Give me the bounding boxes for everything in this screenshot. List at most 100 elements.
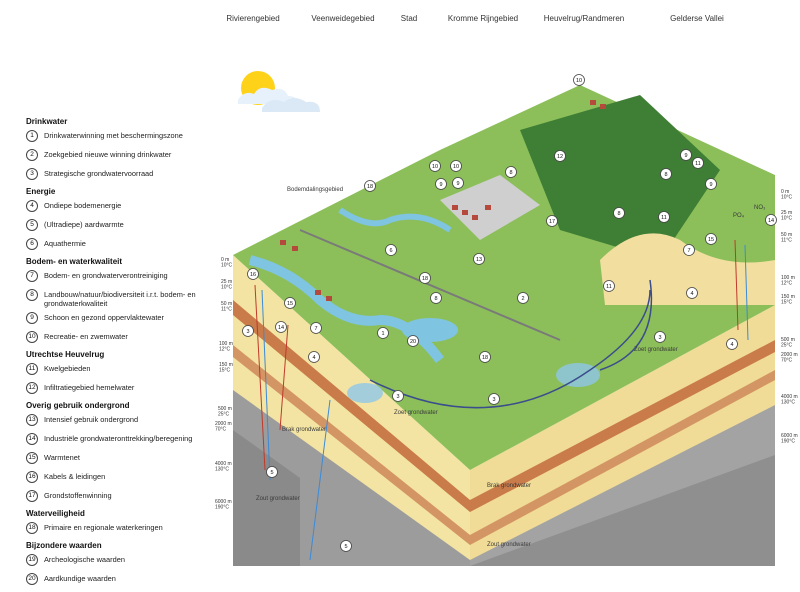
diagram-marker-number: 3 <box>396 394 399 400</box>
diagram-marker-number: 12 <box>557 154 563 160</box>
legend-item-label: Bodem- en grondwaterverontreiniging <box>44 271 168 280</box>
region-rivierengebied: Rivierengebied <box>226 14 280 23</box>
legend-number-badge: 15 <box>26 452 38 464</box>
legend-number-badge: 16 <box>26 471 38 483</box>
diagram-marker <box>705 178 717 190</box>
diagram-marker <box>660 168 672 180</box>
label-no3: NO₃ <box>754 205 766 211</box>
svg-text:150 m15°C: 150 m15°C <box>219 362 233 374</box>
svg-text:25 m10°C: 25 m10°C <box>781 210 793 222</box>
legend-number-badge: 11 <box>26 363 38 375</box>
region-veenweidegebied: Veenweidegebied <box>311 14 375 23</box>
diagram-marker <box>452 177 464 189</box>
region-heuvelrug-randmeren: Heuvelrug/Randmeren <box>543 14 625 23</box>
svg-text:150 m15°C: 150 m15°C <box>781 294 795 306</box>
legend-item-label: Aquathermie <box>44 239 86 248</box>
diagram-marker-number: 8 <box>509 170 512 176</box>
diagram-marker <box>479 351 491 363</box>
diagram-marker-number: 4 <box>730 342 733 348</box>
legend-category-title: Bodem- en waterkwaliteit <box>26 257 123 266</box>
diagram-marker <box>310 322 322 334</box>
diagram-marker <box>686 287 698 299</box>
svg-text:2000 m70°C: 2000 m70°C <box>215 421 232 433</box>
diagram-marker <box>683 244 695 256</box>
legend-number-badge: 12 <box>26 382 38 394</box>
diagram-marker <box>554 150 566 162</box>
diagram-marker <box>573 74 585 86</box>
diagram-marker <box>429 160 441 172</box>
diagram-marker <box>385 244 397 256</box>
diagram-marker <box>505 166 517 178</box>
diagram-marker <box>266 466 278 478</box>
diagram-marker <box>680 149 692 161</box>
legend-item-label: Kabels & leidingen <box>44 472 106 481</box>
legend-number-badge: 3 <box>26 168 38 180</box>
diagram-marker <box>488 393 500 405</box>
diagram-marker <box>765 214 777 226</box>
diagram-marker-number: 9 <box>709 182 712 188</box>
label-brak-left: Brak grondwater <box>282 427 326 433</box>
legend-item-label: Aardkundige waarden <box>44 574 116 583</box>
legend-number-badge: 10 <box>26 331 38 343</box>
diagram-marker <box>247 268 259 280</box>
legend-category-title: Energie <box>26 187 56 196</box>
legend-item-label: Ondiepe bodemenergie <box>44 201 122 210</box>
diagram-marker-number: 7 <box>687 248 690 254</box>
diagram-marker-number: 5 <box>344 544 347 550</box>
diagram-marker-number: 11 <box>606 284 612 290</box>
diagram-marker <box>658 211 670 223</box>
diagram-marker-number: 14 <box>768 218 774 224</box>
legend-item: 16 Kabels & leidingen <box>26 471 236 483</box>
diagram-marker <box>654 331 666 343</box>
legend-item-label: Grondstoffenwinning <box>44 491 112 500</box>
legend-item-label: Strategische grondwatervoorraad <box>44 169 154 178</box>
svg-text:25 m10°C: 25 m10°C <box>221 279 233 291</box>
diagram-marker-number: 2 <box>521 296 524 302</box>
diagram-marker-number: 13 <box>476 257 482 263</box>
diagram-marker <box>308 351 320 363</box>
label-zoet-right: Zoet grondwater <box>634 347 678 353</box>
diagram-marker <box>275 321 287 333</box>
region-gelderse-vallei: Gelderse Vallei <box>670 14 724 23</box>
svg-text:100 m12°C: 100 m12°C <box>781 275 795 287</box>
legend-category-title: Waterveiligheid <box>26 509 85 518</box>
legend-number-badge: 14 <box>26 433 38 445</box>
diagram-marker-number: 9 <box>684 153 687 159</box>
label-zoet-left: Zoet grondwater <box>394 410 438 416</box>
diagram-marker <box>435 178 447 190</box>
svg-text:50 m11°C: 50 m11°C <box>781 232 792 244</box>
diagram-marker-number: 16 <box>250 272 256 278</box>
label-zout-left: Zout grondwater <box>256 496 300 502</box>
label-zout-mid: Zout grondwater <box>487 542 531 548</box>
svg-text:0 m10°C: 0 m10°C <box>221 257 233 269</box>
legend-item-label: Kwelgebieden <box>44 364 91 373</box>
legend-number-badge: 9 <box>26 312 38 324</box>
legend-item: 11 Kwelgebieden <box>26 363 236 375</box>
diagram-marker <box>613 207 625 219</box>
legend-number-badge: 20 <box>26 573 38 585</box>
diagram-marker-number: 5 <box>270 470 273 476</box>
diagram-marker-number: 14 <box>278 325 284 331</box>
legend-number-badge: 7 <box>26 270 38 282</box>
diagram-marker-number: 11 <box>661 215 667 221</box>
svg-text:2000 m70°C: 2000 m70°C <box>781 352 798 364</box>
svg-text:100 m12°C: 100 m12°C <box>219 341 233 353</box>
legend-item: 7 Bodem- en grondwaterverontreiniging <box>26 270 236 282</box>
forest-area <box>520 95 720 260</box>
label-bodemdaling: Bodemdalingsgebied <box>287 187 343 193</box>
legend-number-badge: 5 <box>26 219 38 231</box>
diagram-marker <box>419 272 431 284</box>
legend-number-badge: 13 <box>26 414 38 426</box>
diagram-marker-number: 10 <box>432 164 438 170</box>
diagram-marker <box>603 280 615 292</box>
